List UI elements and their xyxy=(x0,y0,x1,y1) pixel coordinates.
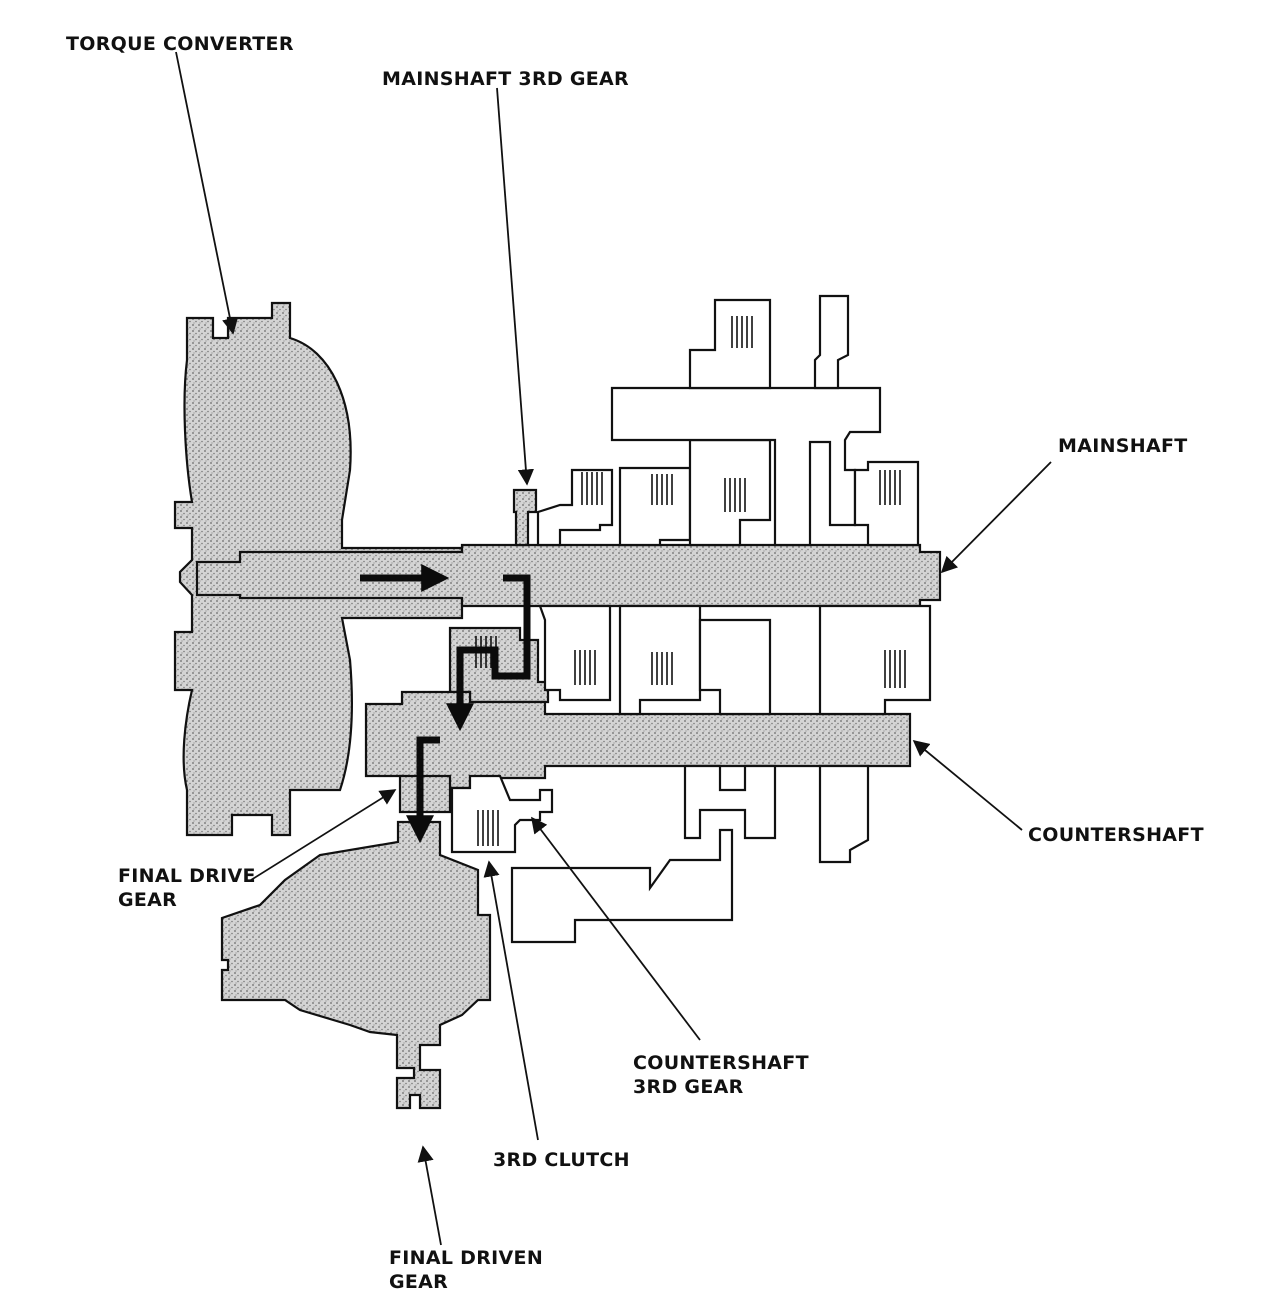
mainshaft-leader xyxy=(940,461,1052,574)
torque-converter-label: TORQUE CONVERTER xyxy=(66,33,294,55)
mainshaft-label: MAINSHAFT xyxy=(1058,435,1188,457)
mainshaft-3rd-gear-body xyxy=(512,488,538,547)
countershaft-3rd-gear-body xyxy=(450,774,554,854)
mainshaft-3rd-gear-leader xyxy=(496,87,534,486)
clutch-disc-packs xyxy=(574,316,906,688)
countershaft-3rd-gear-leader xyxy=(531,816,701,1041)
third-clutch-leader xyxy=(483,860,539,1141)
mainshaft-3rd-gear-label: MAINSHAFT 3RD GEAR xyxy=(382,68,629,90)
countershaft-label: COUNTERSHAFT xyxy=(1028,824,1204,846)
countershaft-3rd-gear-label: COUNTERSHAFT 3RD GEAR xyxy=(633,1052,809,1098)
final-drive-gear-leader xyxy=(250,789,397,881)
final-drive-gear-body xyxy=(398,774,452,814)
final-drive-gear-label: FINAL DRIVE GEAR xyxy=(118,865,256,911)
countershaft-leader xyxy=(912,739,1023,831)
final-driven-gear-label: FINAL DRIVEN GEAR xyxy=(389,1247,544,1293)
final-driven-gear-body xyxy=(220,820,492,1110)
torque-converter-leader xyxy=(175,51,239,335)
upper-gear-housings xyxy=(536,294,920,547)
power-flow-path xyxy=(360,564,531,844)
third-clutch-label: 3RD CLUTCH xyxy=(493,1149,630,1171)
lower-gear-housings xyxy=(510,604,932,944)
mainshaft-body xyxy=(195,543,942,608)
final-driven-gear-leader xyxy=(417,1145,442,1246)
